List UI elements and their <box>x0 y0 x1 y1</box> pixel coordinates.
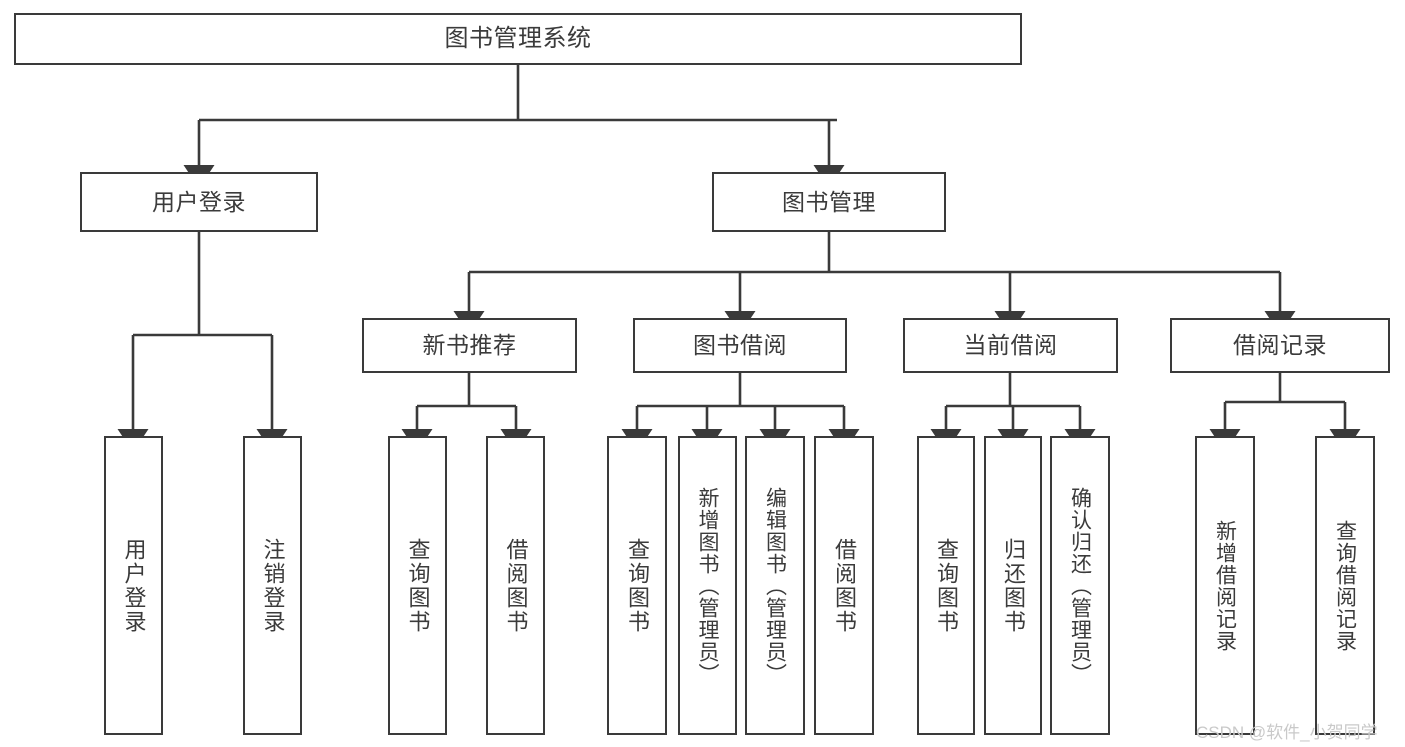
node-root-label: 图书管理系统 <box>444 25 592 53</box>
leaf-add-borrow-record-label: 新增借阅记录 <box>1213 519 1237 652</box>
leaf-borrow-book-newbook-label: 借阅图书 <box>503 537 529 634</box>
leaf-user-login-label: 用户登录 <box>121 537 147 634</box>
node-current-borrow[interactable]: 当前借阅 <box>903 318 1118 373</box>
leaf-confirm-return-admin-label: 确认归还（管理员） <box>1068 486 1092 685</box>
leaf-return-book-label: 归还图书 <box>1001 537 1026 634</box>
node-root[interactable]: 图书管理系统 <box>14 13 1022 65</box>
leaf-query-borrow-record-label: 查询借阅记录 <box>1333 519 1357 652</box>
leaf-logout[interactable]: 注销登录 <box>243 436 302 735</box>
node-current-borrow-label: 当前借阅 <box>963 332 1058 359</box>
leaf-lend-book[interactable]: 借阅图书 <box>814 436 874 735</box>
leaf-query-book-borrow[interactable]: 查询图书 <box>607 436 667 735</box>
node-new-book-recommend-label: 新书推荐 <box>422 332 517 359</box>
node-user-login[interactable]: 用户登录 <box>80 172 318 232</box>
leaf-query-book-current-label: 查询图书 <box>934 537 959 634</box>
leaf-confirm-return-admin[interactable]: 确认归还（管理员） <box>1050 436 1110 735</box>
leaf-lend-book-label: 借阅图书 <box>832 537 857 634</box>
leaf-user-login[interactable]: 用户登录 <box>104 436 163 735</box>
leaf-borrow-book-newbook[interactable]: 借阅图书 <box>486 436 545 735</box>
leaf-query-book-newbook-label: 查询图书 <box>405 537 431 634</box>
leaf-edit-book-admin-label: 编辑图书（管理员） <box>763 486 787 685</box>
node-user-login-label: 用户登录 <box>152 188 246 215</box>
leaf-query-book-newbook[interactable]: 查询图书 <box>388 436 447 735</box>
node-book-borrow-label: 图书借阅 <box>693 332 787 359</box>
leaf-add-book-admin[interactable]: 新增图书（管理员） <box>678 436 737 735</box>
leaf-query-book-current[interactable]: 查询图书 <box>917 436 975 735</box>
leaf-logout-label: 注销登录 <box>260 537 286 634</box>
node-book-borrow[interactable]: 图书借阅 <box>633 318 847 373</box>
node-book-management[interactable]: 图书管理 <box>712 172 946 232</box>
leaf-query-borrow-record[interactable]: 查询借阅记录 <box>1315 436 1375 735</box>
node-borrow-record[interactable]: 借阅记录 <box>1170 318 1390 373</box>
node-new-book-recommend[interactable]: 新书推荐 <box>362 318 577 373</box>
node-borrow-record-label: 借阅记录 <box>1233 332 1327 359</box>
leaf-edit-book-admin[interactable]: 编辑图书（管理员） <box>745 436 805 735</box>
leaf-query-book-borrow-label: 查询图书 <box>625 537 650 634</box>
leaf-add-borrow-record[interactable]: 新增借阅记录 <box>1195 436 1255 735</box>
leaf-return-book[interactable]: 归还图书 <box>984 436 1042 735</box>
leaf-add-book-admin-label: 新增图书（管理员） <box>696 486 719 685</box>
node-book-management-label: 图书管理 <box>782 188 876 215</box>
csdn-watermark: CSDN @软件_小贺同学 <box>1196 723 1378 742</box>
